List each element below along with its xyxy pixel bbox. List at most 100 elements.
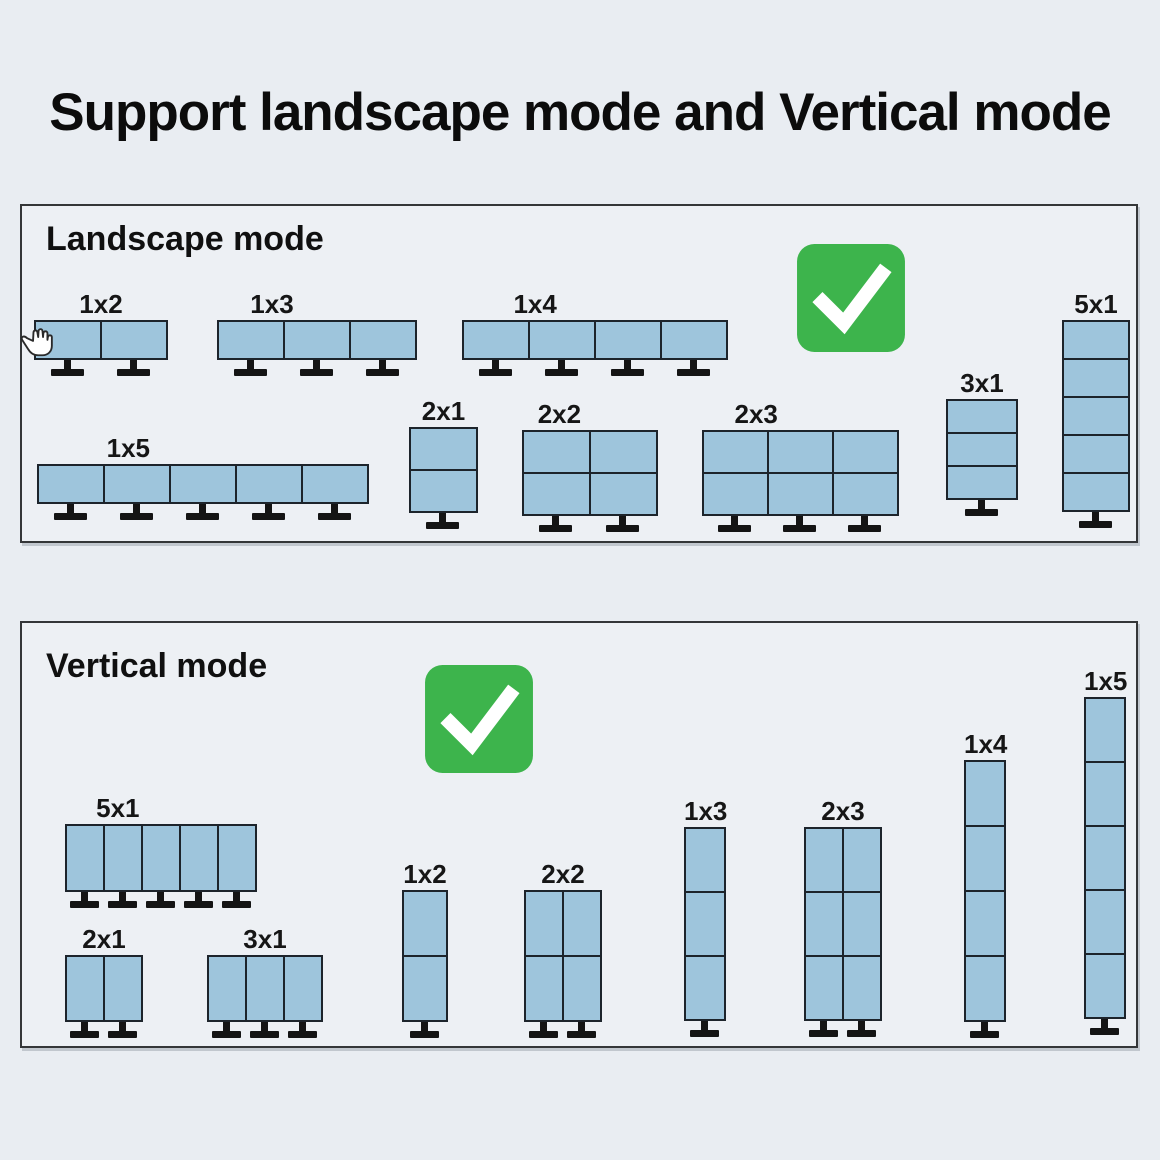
hand-grab-cursor-icon <box>20 328 53 357</box>
monitor-grid <box>1062 320 1130 512</box>
stand-neck <box>80 892 88 901</box>
monitor-stands <box>409 513 476 529</box>
stand-base <box>185 513 219 520</box>
stand-base <box>53 513 87 520</box>
stand-base <box>107 901 137 908</box>
monitor-screen <box>1085 826 1125 890</box>
monitor-stand <box>594 360 660 376</box>
config-5x1: 5x1 <box>1062 291 1130 528</box>
monitor-stand <box>283 360 349 376</box>
stand-base <box>539 525 572 532</box>
config-label: 1x3 <box>250 289 294 319</box>
monitor-screen <box>843 892 881 956</box>
stand-base <box>116 369 150 376</box>
stand-base <box>808 1030 838 1037</box>
monitor-grid <box>207 955 323 1022</box>
monitor-stand <box>34 360 100 376</box>
config-label: 2x2 <box>537 399 582 429</box>
stand-neck <box>63 360 71 369</box>
monitor-screen <box>104 465 170 503</box>
stand-neck <box>980 1022 988 1031</box>
monitor-stand <box>207 1022 245 1038</box>
monitor-screen <box>525 956 563 1021</box>
monitor-grid <box>804 827 882 1021</box>
stand-base <box>426 522 459 529</box>
stand-neck <box>619 516 626 525</box>
config-3x1: 3x1 <box>946 370 1018 516</box>
monitor-screen <box>410 428 477 470</box>
stand-base <box>409 1031 439 1038</box>
stand-base <box>145 901 175 908</box>
monitor-stand <box>179 892 217 908</box>
monitor-stands <box>524 1022 600 1038</box>
monitor-screen <box>66 956 104 1021</box>
monitor-stands <box>946 500 1016 516</box>
landscape-panel-heading: Landscape mode <box>46 220 324 258</box>
stand-neck <box>312 360 320 369</box>
monitor-screen <box>703 431 768 473</box>
config-label: 1x4 <box>964 729 1008 759</box>
monitor-stand <box>65 1022 103 1038</box>
config-label: 2x2 <box>541 859 585 889</box>
monitor-stand <box>946 500 1016 516</box>
monitor-screen <box>236 465 302 503</box>
monitor-grid <box>65 824 257 892</box>
stand-base <box>610 369 644 376</box>
monitor-screen <box>523 473 590 515</box>
monitor-stands <box>1084 1019 1124 1035</box>
monitor-grid <box>684 827 726 1021</box>
monitor-screen <box>284 956 322 1021</box>
config-1x5: 1x5 <box>37 435 369 520</box>
monitor-screen <box>302 465 368 503</box>
monitor-stand <box>141 892 179 908</box>
config-label: 5x1 <box>1074 289 1118 319</box>
stand-base <box>287 1031 317 1038</box>
stand-base <box>50 369 84 376</box>
monitor-stand <box>589 516 656 532</box>
monitor-stands <box>702 516 897 532</box>
config-2x2: 2x2 <box>522 401 658 532</box>
monitor-stand <box>562 1022 600 1038</box>
monitor-stand <box>522 516 589 532</box>
stand-base <box>783 525 816 532</box>
stand-base <box>107 1031 137 1038</box>
stand-neck <box>198 504 206 513</box>
monitor-stand <box>301 504 367 520</box>
stand-neck <box>796 516 803 525</box>
config-label: 1x3 <box>684 796 728 826</box>
monitor-screen <box>38 465 104 503</box>
monitor-stand <box>349 360 415 376</box>
stand-neck <box>298 1022 306 1031</box>
monitor-screen <box>1063 397 1129 435</box>
stand-neck <box>378 360 386 369</box>
stand-base <box>964 509 998 516</box>
config-label: 1x5 <box>106 433 150 463</box>
vertical-panel-heading: Vertical mode <box>46 647 268 685</box>
monitor-screen <box>170 465 236 503</box>
monitor-stand <box>103 1022 141 1038</box>
monitor-stand <box>462 360 528 376</box>
monitor-grid <box>37 464 369 504</box>
monitor-stand <box>103 892 141 908</box>
monitor-screen <box>685 956 725 1020</box>
monitor-screen <box>685 828 725 892</box>
config-2x1: 2x1 <box>409 398 478 529</box>
stand-base <box>69 1031 99 1038</box>
monitor-screen <box>563 891 601 956</box>
stand-neck <box>66 504 74 513</box>
stand-neck <box>819 1021 827 1030</box>
monitor-screen <box>284 321 350 359</box>
monitor-screen <box>142 825 180 891</box>
page-title: Support landscape mode and Vertical mode <box>49 83 1111 142</box>
config-label: 1x2 <box>79 289 123 319</box>
stand-neck <box>156 892 164 901</box>
monitor-stand <box>702 516 767 532</box>
monitor-stand <box>169 504 235 520</box>
monitor-stands <box>462 360 726 376</box>
stand-base <box>718 525 751 532</box>
monitor-grid <box>522 430 658 516</box>
monitor-stand <box>804 1021 842 1037</box>
monitor-grid <box>34 320 168 360</box>
monitor-screen <box>661 321 727 359</box>
monitor-screen <box>104 825 142 891</box>
